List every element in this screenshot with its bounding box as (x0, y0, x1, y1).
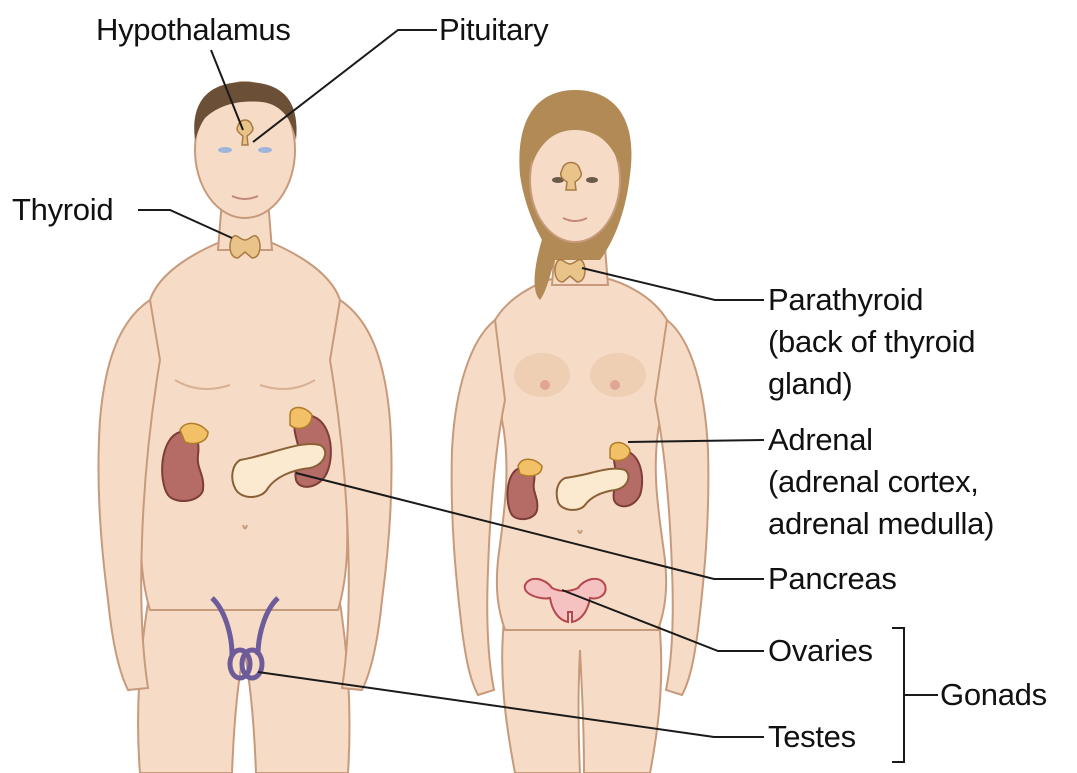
label-parathyroid-line3: gland) (768, 364, 852, 404)
female-adrenal-right (610, 443, 630, 461)
label-testes: Testes (768, 717, 856, 757)
female-figure (452, 90, 709, 773)
thyroid-leader (138, 210, 232, 238)
label-adrenal-line3: adrenal medulla) (768, 504, 994, 544)
label-gonads: Gonads (940, 675, 1047, 715)
label-adrenal-line1: Adrenal (768, 420, 873, 460)
label-ovaries: Ovaries (768, 631, 873, 671)
label-adrenal-line2: (adrenal cortex, (768, 462, 979, 502)
label-parathyroid-line1: Parathyroid (768, 280, 923, 320)
gonads-bracket (892, 628, 904, 762)
label-pancreas: Pancreas (768, 559, 897, 599)
label-thyroid: Thyroid (12, 190, 113, 230)
label-parathyroid-line2: (back of thyroid (768, 322, 975, 362)
label-pituitary: Pituitary (439, 10, 548, 50)
male-adrenal-right (290, 408, 312, 429)
label-hypothalamus: Hypothalamus (96, 10, 291, 50)
